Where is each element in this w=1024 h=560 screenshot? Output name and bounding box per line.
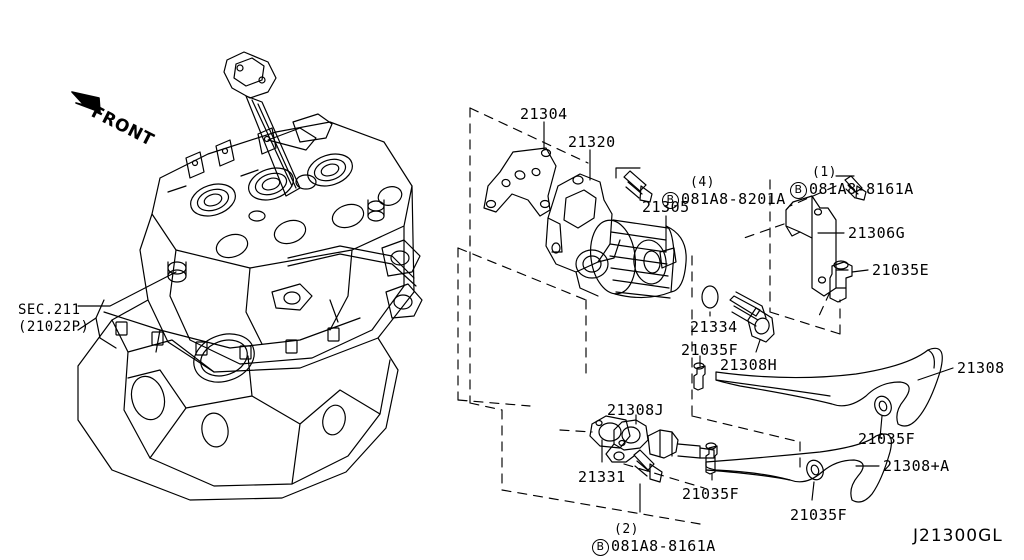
part-21334-washer	[701, 285, 719, 309]
section-reference-line2: (21022P)	[18, 319, 90, 335]
part-label-21035F-d: 21035F	[790, 506, 848, 524]
bolt-8201A-graphic	[623, 170, 653, 203]
leader-lines	[77, 121, 954, 513]
part-label-21035F-a: 21035F	[681, 341, 739, 359]
part-21308H-bolt	[729, 291, 775, 343]
bolt-qty-8161A-1: (1)	[812, 165, 837, 180]
bolt-part-number: 081A8-8201A	[681, 190, 786, 209]
part-21320-housing	[545, 173, 621, 297]
assembly-guide-lines	[457, 107, 841, 525]
part-21305-oil-cooler	[590, 219, 687, 299]
part-label-21035F-b: 21035F	[858, 430, 916, 448]
bolt-callout-8161A-1: B 081A8-8161A	[790, 150, 914, 230]
bolt-part-number: 081A8-8161A	[809, 180, 914, 199]
bolt-grade-b-icon: B	[790, 181, 807, 199]
part-21035F-clip-c	[874, 395, 892, 417]
part-21308A-hose	[705, 433, 892, 503]
front-arrow-icon	[71, 91, 101, 113]
part-label-21306G: 21306G	[848, 224, 906, 242]
part-label-21308-A: 21308+A	[883, 457, 950, 475]
part-21331-gasket	[589, 415, 631, 449]
bolt-qty-8201A: (4)	[690, 175, 715, 190]
part-label-21304: 21304	[520, 105, 568, 123]
bolt-grade-b-icon: B	[662, 191, 679, 209]
bolt-qty-8161A-2: (2)	[614, 522, 639, 537]
part-label-21308: 21308	[957, 359, 1005, 377]
engine-block-illustration	[77, 51, 423, 501]
bolt-part-number: 081A8-8161A	[611, 537, 716, 556]
part-label-21035E: 21035E	[872, 261, 930, 279]
part-label-21331: 21331	[578, 468, 626, 486]
bolt-callout-8161A-2: B 081A8-8161A	[592, 507, 716, 560]
bolt-callout-8201A: B 081A8-8201A	[662, 160, 786, 240]
bolt-8161A-1-graphic	[844, 175, 867, 201]
part-label-21308H: 21308H	[720, 356, 778, 374]
diagram-code: J21300GL	[913, 526, 1003, 546]
part-21035E-clip	[829, 260, 853, 303]
section-reference-line1: SEC.211	[18, 302, 81, 318]
bolt-grade-b-icon: B	[592, 538, 609, 556]
part-21308-hose	[715, 347, 943, 427]
part-21308J-pipe	[605, 419, 715, 463]
part-21304-bracket	[483, 147, 557, 217]
part-label-21334: 21334	[690, 318, 738, 336]
bolt-8161A-2-graphic	[633, 449, 663, 483]
part-label-21035F-c: 21035F	[682, 485, 740, 503]
part-label-21308J: 21308J	[607, 401, 665, 419]
part-label-21320: 21320	[568, 133, 616, 151]
part-21035F-clip-d	[806, 459, 824, 481]
part-21035F-clip-a	[693, 362, 706, 391]
